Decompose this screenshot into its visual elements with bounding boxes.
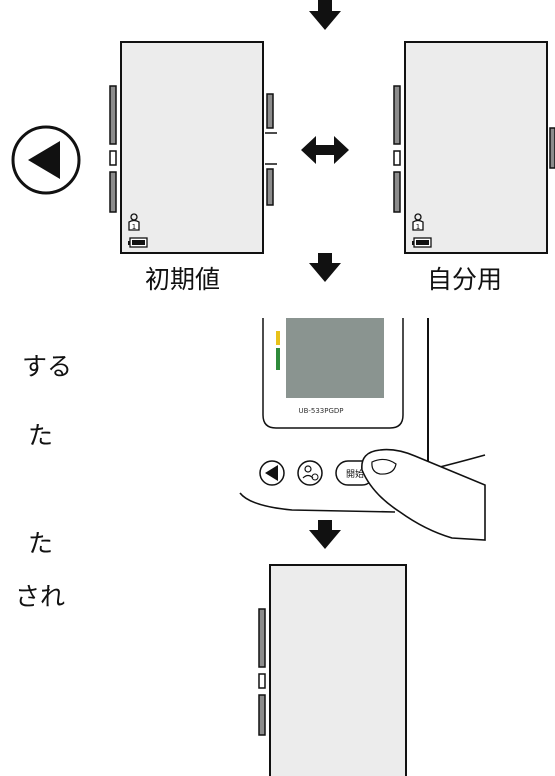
finger	[361, 448, 486, 541]
display-result	[258, 564, 407, 776]
device-model-label: UB-533PGDP	[298, 407, 343, 415]
edge-bar	[549, 127, 555, 169]
display-initial-value: 1	[109, 41, 264, 254]
device-illustration	[239, 318, 486, 541]
device-left-button[interactable]	[259, 460, 285, 486]
cut-text-2: た	[28, 421, 54, 450]
svg-text:1: 1	[416, 223, 420, 231]
arrow-down-icon	[309, 520, 341, 549]
transition-bars	[265, 93, 277, 206]
caption-own-use: 自分用	[427, 265, 503, 294]
caption-initial-value: 初期値	[145, 265, 221, 294]
user-1-icon: 1	[128, 213, 140, 231]
left-right-arrow-icon	[301, 136, 349, 164]
cut-text-4: され	[15, 582, 66, 611]
device-user-button[interactable]	[297, 460, 323, 486]
lcd-screen	[286, 318, 384, 398]
cut-text-3: た	[28, 529, 54, 558]
svg-text:1: 1	[132, 223, 136, 231]
arrow-down-icon	[309, 0, 341, 30]
display-own-use: 1	[393, 41, 548, 254]
indicator-green	[276, 348, 280, 370]
left-triangle-button[interactable]	[11, 125, 81, 195]
device-start-button-label: 開始	[346, 468, 364, 480]
user-1-icon: 1	[412, 213, 424, 231]
battery-icon	[128, 237, 148, 248]
cut-text-1: する	[22, 352, 73, 381]
arrow-down-icon	[309, 253, 341, 282]
battery-icon	[412, 237, 432, 248]
indicator-yellow	[276, 331, 280, 345]
